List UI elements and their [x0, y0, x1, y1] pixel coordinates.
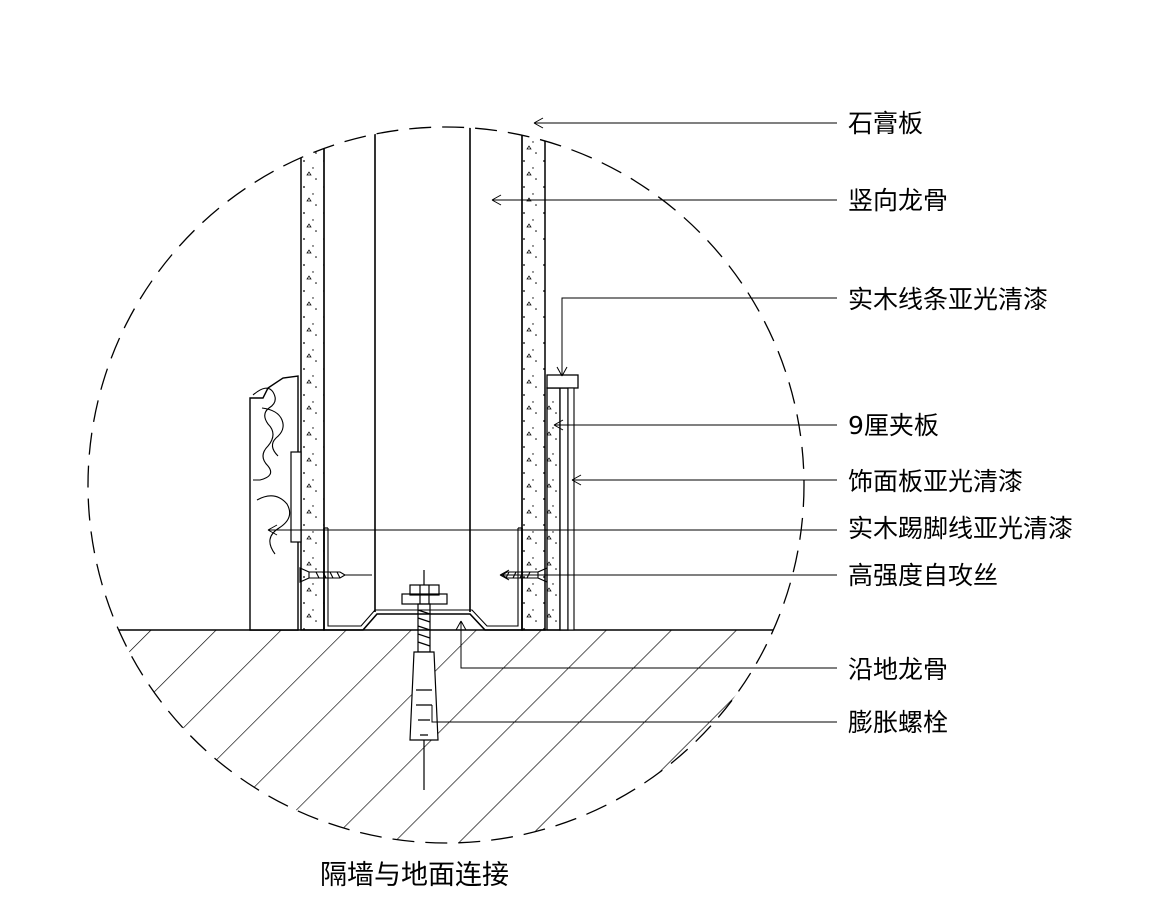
label-gypsum-board: 石膏板 [848, 109, 924, 138]
leader-plywood [553, 419, 837, 431]
screw-left [299, 567, 372, 583]
leader-expansion-bolt [431, 705, 837, 723]
expansion-bolt [401, 570, 448, 790]
veneer-board [559, 387, 569, 631]
drawing-caption: 隔墙与地面连接 [320, 860, 509, 891]
gypsum-board-left [300, 127, 325, 631]
solid-wood-baseboard [249, 375, 299, 631]
leader-screw [499, 569, 837, 581]
floor-keel [323, 528, 523, 631]
label-expansion-bolt: 膨胀螺栓 [848, 708, 949, 737]
leader-gypsum-board [533, 117, 837, 129]
label-plywood-9mm: 9厘夹板 [848, 411, 939, 440]
gypsum-board-right [521, 127, 546, 631]
label-veneer-board: 饰面板亚光清漆 [848, 467, 1024, 496]
leader-baseboard [267, 524, 837, 536]
plywood-9mm [546, 387, 561, 631]
leader-solid-wood-strip [556, 297, 837, 377]
label-vertical-keel: 竖向龙骨 [848, 186, 949, 215]
label-solid-wood-baseboard: 实木踢脚线亚光清漆 [848, 514, 1074, 543]
solid-wood-strip [546, 374, 579, 389]
leader-floor-keel [455, 620, 837, 669]
label-floor-keel: 沿地龙骨 [848, 655, 949, 684]
leader-veneer-board [571, 474, 837, 486]
label-solid-wood-strip: 实木线条亚光清漆 [848, 285, 1049, 314]
label-self-tapping-screw: 高强度自攻丝 [848, 561, 999, 590]
floor-slab [88, 630, 804, 843]
leader-vertical-keel [491, 194, 837, 206]
